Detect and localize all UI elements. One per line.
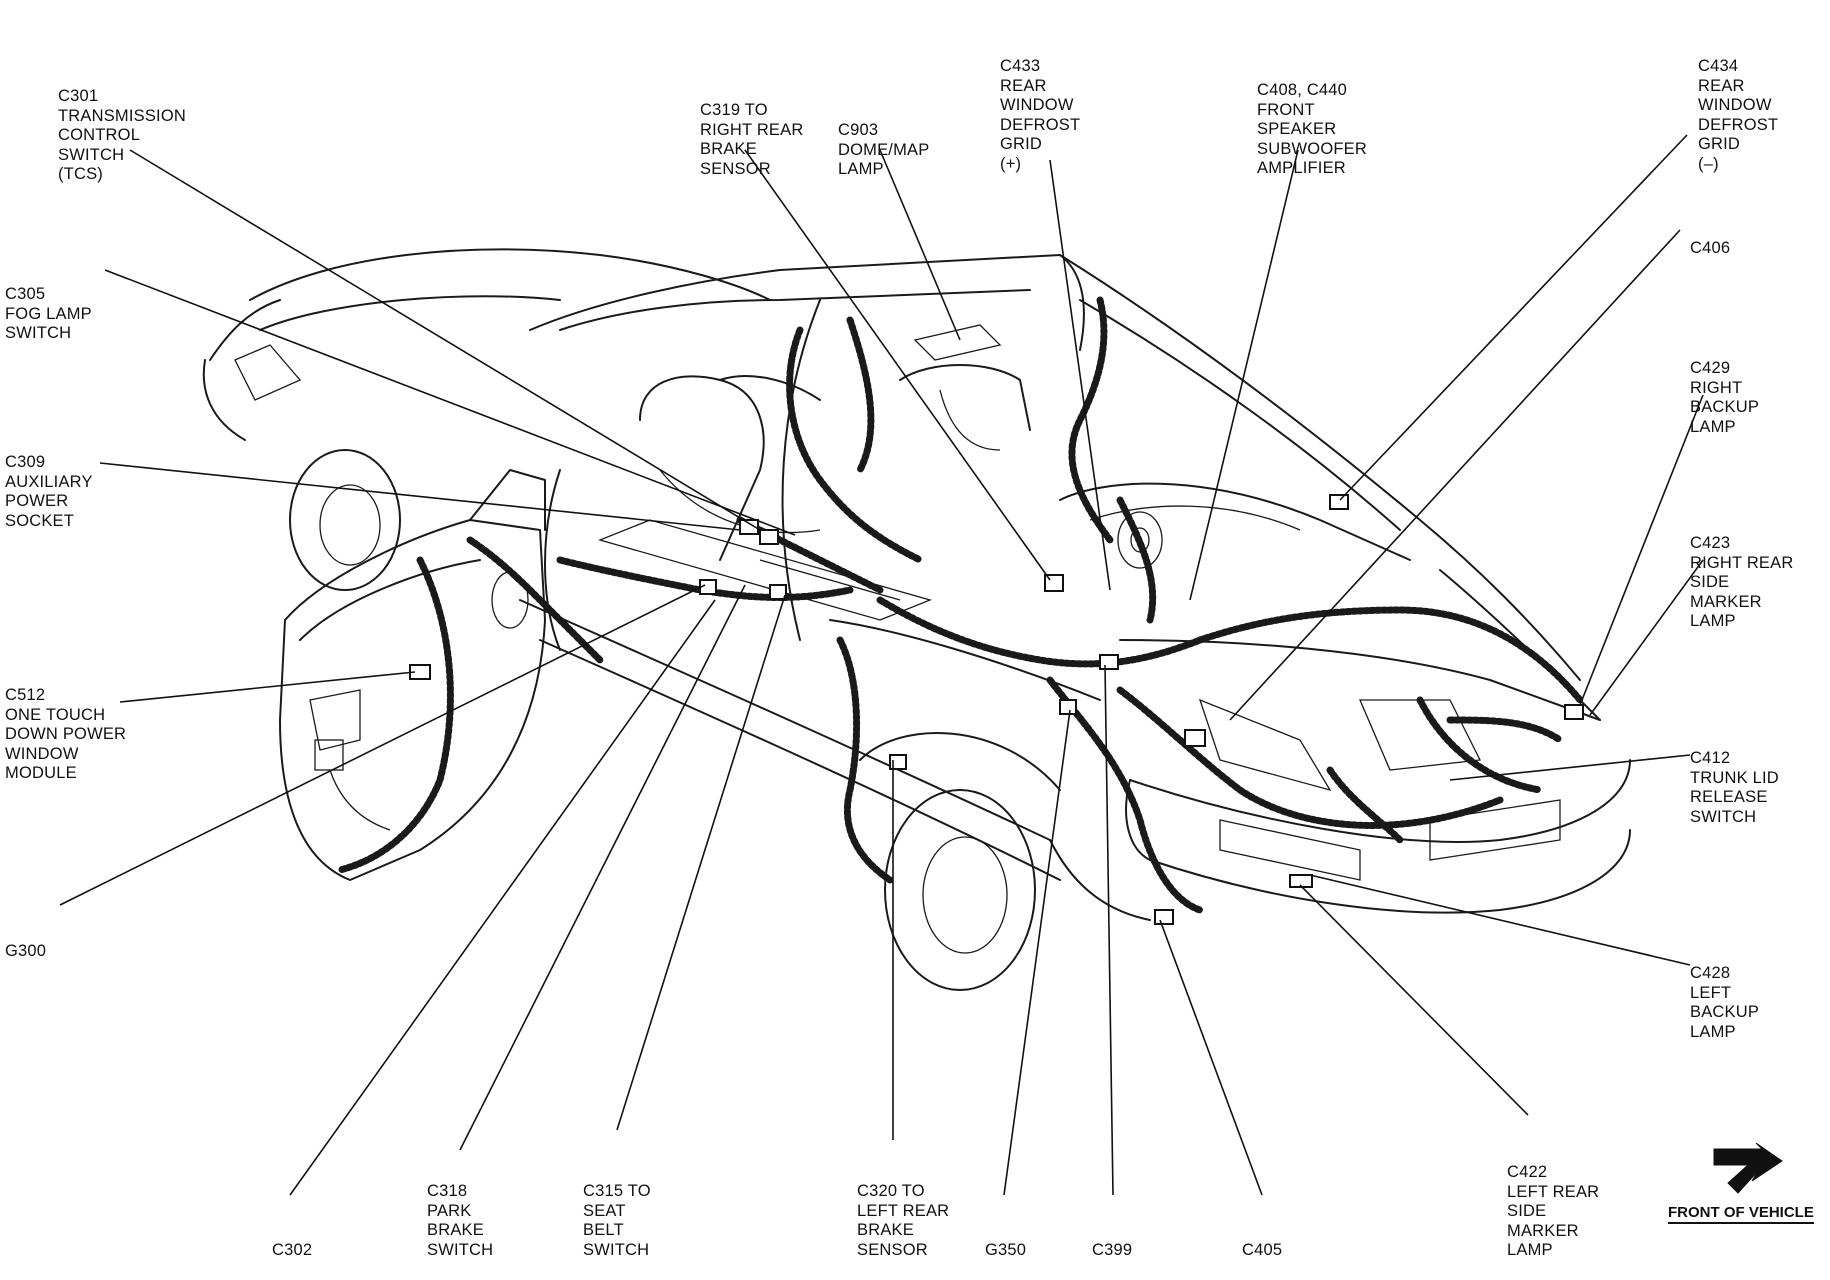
- label-g350: G350: [985, 1241, 1027, 1259]
- label-c405: C405: [1242, 1241, 1283, 1259]
- vehicle-body: [202, 248, 1631, 991]
- leader-lines: [59, 134, 1704, 1196]
- wiring-harness: [336, 296, 1584, 914]
- label-c302: C302: [272, 1241, 313, 1259]
- front-arrow-icon: [1713, 1143, 1783, 1194]
- wiring-diagram-canvas: [59, 134, 1704, 1196]
- label-c406: C406: [1690, 239, 1731, 257]
- label-c399: C399: [1092, 1241, 1133, 1259]
- label-g300: G300: [5, 942, 47, 960]
- front-of-vehicle-caption: FRONT OF VEHICLE: [1668, 1204, 1814, 1224]
